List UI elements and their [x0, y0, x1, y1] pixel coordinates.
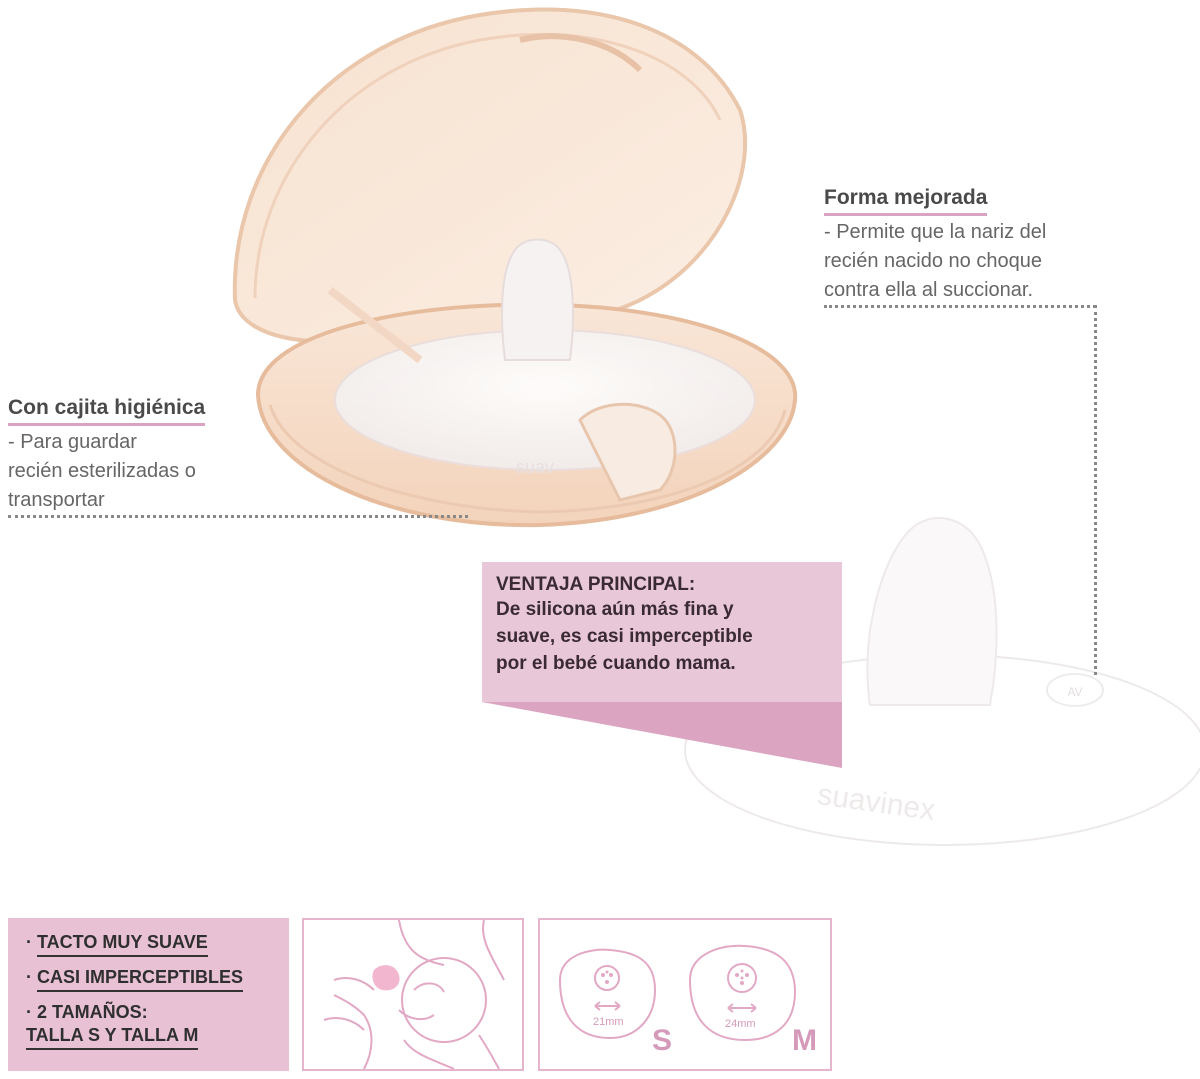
main-advantage-line: por el bebé cuando mama. — [496, 653, 736, 674]
feature-item: TALLA S Y TALLA M — [26, 1025, 271, 1050]
main-advantage-line: suave, es casi imperceptible — [496, 626, 753, 647]
callout-case-line: recién esterilizadas o — [8, 460, 196, 482]
shield-in-case: suav — [327, 238, 756, 502]
size-m-letter: M — [792, 1024, 817, 1057]
sizes-diagram — [558, 944, 797, 1042]
size-s-measure: 21mm — [593, 1016, 624, 1028]
callout-shape-line: - Permite que la nariz del — [824, 221, 1047, 243]
callout-shape-text: - Permite que la nariz del recién nacido… — [824, 218, 1046, 305]
callout-shape: Forma mejorada - Permite que la nariz de… — [824, 186, 1046, 305]
ventaja-pointer — [482, 702, 842, 768]
callout-shape-leader-v — [1094, 305, 1097, 675]
callout-case-line: - Para guardar — [8, 431, 137, 453]
callout-shape-line: recién nacido no choque — [824, 250, 1042, 272]
feature-item: · TACTO MUY SUAVE — [26, 932, 271, 957]
feature-item: · CASI IMPERCEPTIBLES — [26, 967, 271, 992]
case-lid — [232, 7, 748, 346]
callout-case-text: - Para guardar recién esterilizadas o tr… — [8, 428, 205, 515]
case-brand-text: suav — [516, 457, 554, 477]
feature-item: · 2 TAMAÑOS: — [26, 1002, 148, 1022]
shield-brand-small: AV — [1067, 685, 1082, 699]
callout-shape-line: contra ella al succionar. — [824, 279, 1034, 301]
callout-case-line: transportar — [8, 489, 105, 511]
features-box: · TACTO MUY SUAVE · CASI IMPERCEPTIBLES … — [8, 918, 289, 1071]
callout-case: Con cajita higiénica - Para guardar reci… — [8, 396, 206, 515]
main-advantage-line: De silicona aún más fina y — [496, 599, 734, 620]
breastfeeding-panel — [302, 918, 524, 1071]
size-s-letter: S — [652, 1024, 673, 1057]
baby-feeding-icon — [323, 919, 505, 1070]
callout-shape-leader-h — [824, 305, 1096, 308]
sizes-panel: 21mm S 24mm M — [538, 918, 832, 1071]
callout-case-title: Con cajita higiénica — [8, 396, 206, 426]
callout-case-leader — [8, 515, 468, 518]
size-m-measure: 24mm — [725, 1018, 756, 1030]
callout-shape-title: Forma mejorada — [824, 186, 988, 216]
main-advantage-title: VENTAJA PRINCIPAL: — [496, 574, 696, 595]
main-advantage-text: De silicona aún más fina y suave, es cas… — [496, 596, 828, 677]
main-advantage-box: VENTAJA PRINCIPAL: De silicona aún más f… — [482, 562, 842, 702]
